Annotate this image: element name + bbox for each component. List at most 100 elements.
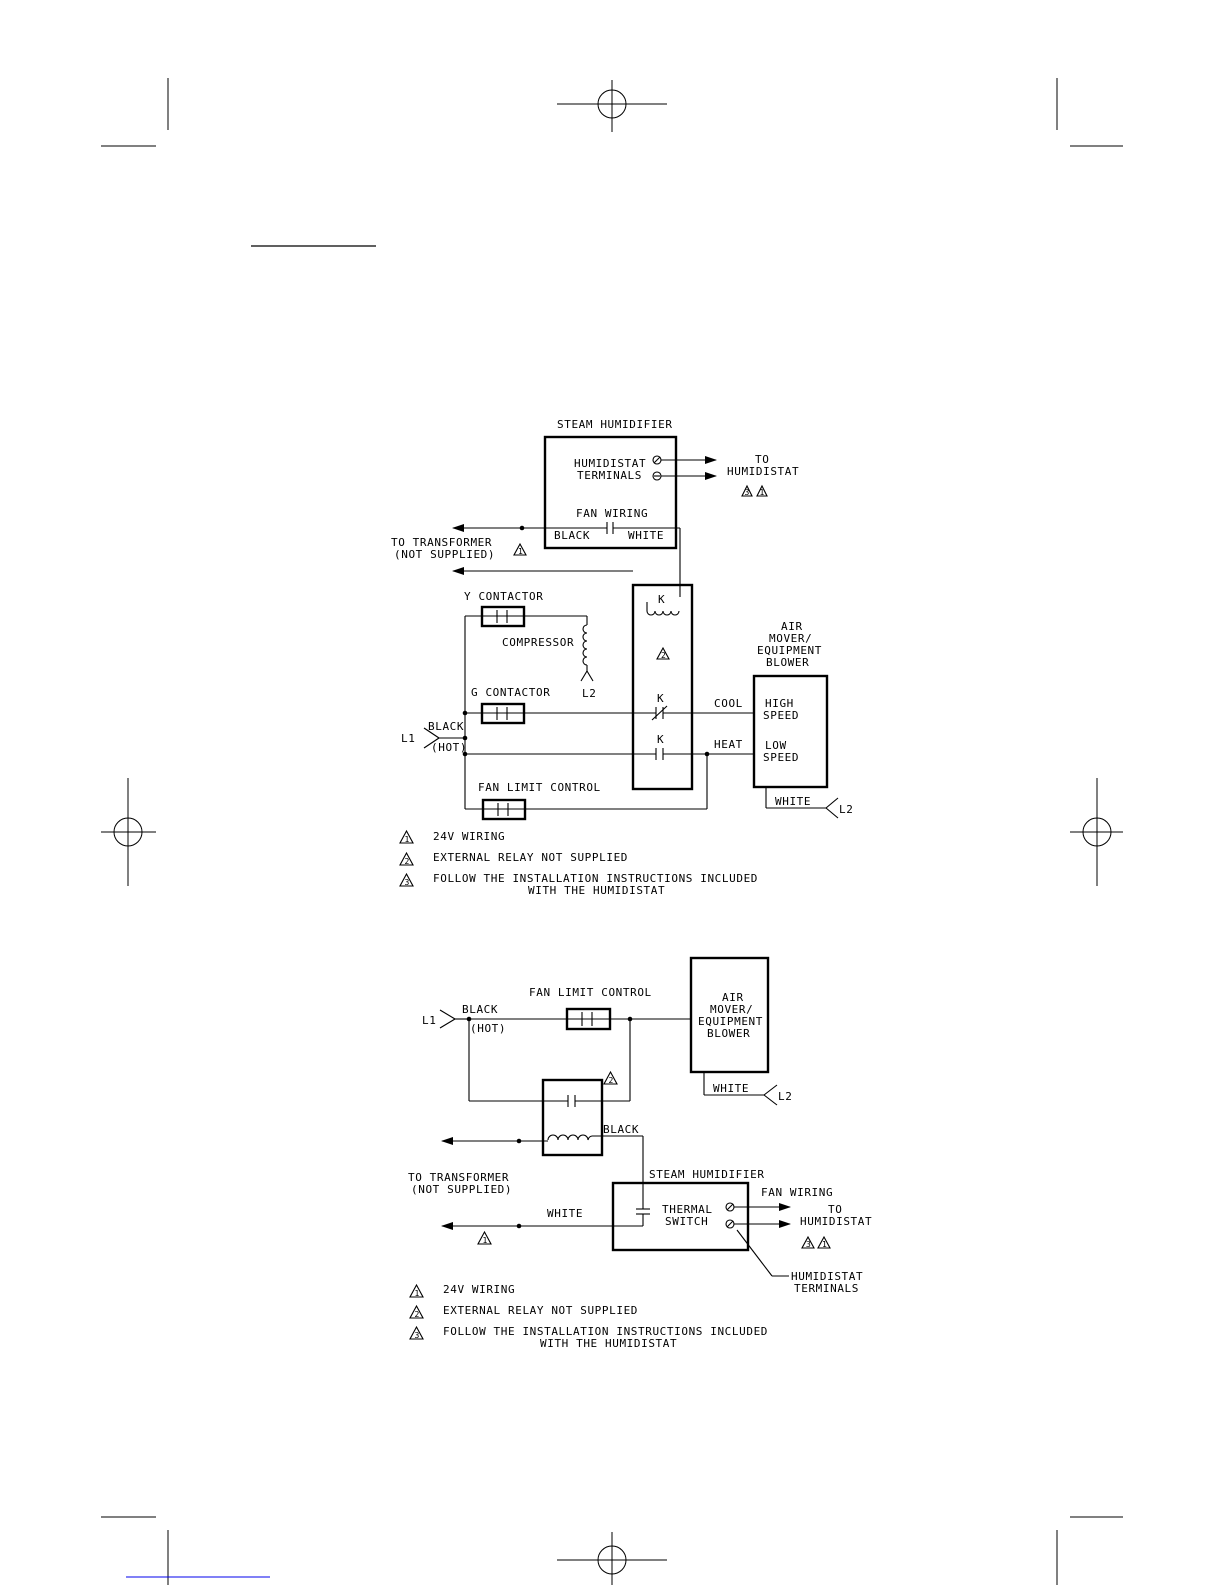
- humidistat-terminals-label: HUMIDISTAT: [574, 457, 646, 470]
- svg-text:EXTERNAL RELAY NOT SUPPLIED: EXTERNAL RELAY NOT SUPPLIED: [433, 851, 628, 864]
- note-1: 1 24V WIRING: [399, 829, 505, 844]
- svg-text:1: 1: [760, 488, 765, 497]
- humidistat-terminals-label: HUMIDISTAT: [791, 1270, 863, 1283]
- svg-text:EXTERNAL RELAY NOT SUPPLIED: EXTERNAL RELAY NOT SUPPLIED: [443, 1304, 638, 1317]
- svg-text:3: 3: [745, 488, 750, 497]
- note-marker-1: 1: [477, 1230, 492, 1245]
- external-relay-box: [541, 1078, 604, 1157]
- steam-humidifier-title: STEAM HUMIDIFIER: [649, 1168, 765, 1181]
- to-transformer-label: TO TRANSFORMER: [408, 1171, 509, 1184]
- registration-mark-top: [557, 80, 667, 132]
- svg-text:WITH THE HUMIDISTAT: WITH THE HUMIDISTAT: [528, 884, 665, 897]
- white-label: WHITE: [628, 529, 664, 542]
- humidistat-terminals-label: TERMINALS: [577, 469, 642, 482]
- note-3: 3 FOLLOW THE INSTALLATION INSTRUCTIONS I…: [399, 872, 758, 897]
- l2-label: L2: [778, 1090, 792, 1103]
- external-relay-box: [631, 583, 694, 791]
- white-l2-label: WHITE: [713, 1082, 749, 1095]
- registration-mark-right: [1070, 778, 1123, 886]
- white-l2-label: WHITE: [775, 795, 811, 808]
- svg-text:1: 1: [518, 547, 523, 556]
- to-transformer-label: TO TRANSFORMER: [391, 536, 492, 549]
- wiring-diagram-2: L1 BLACK (HOT) FAN LIMIT CONTROL AIR MOV…: [408, 956, 872, 1350]
- svg-text:2: 2: [661, 651, 666, 660]
- svg-text:FOLLOW THE INSTALLATION INSTRU: FOLLOW THE INSTALLATION INSTRUCTIONS INC…: [443, 1325, 768, 1338]
- l1-label: L1: [422, 1014, 436, 1027]
- compressor-coil: [582, 624, 588, 666]
- svg-text:FOLLOW THE INSTALLATION INSTRU: FOLLOW THE INSTALLATION INSTRUCTIONS INC…: [433, 872, 758, 885]
- svg-text:1: 1: [822, 1240, 827, 1249]
- to-transformer-label: (NOT SUPPLIED): [411, 1183, 512, 1196]
- relay-contact-k-no: K: [657, 733, 664, 746]
- humidistat-terminals-label: TERMINALS: [794, 1282, 859, 1295]
- black-label: BLACK: [554, 529, 590, 542]
- svg-text:3: 3: [405, 878, 410, 887]
- to-humidistat-label: TO: [828, 1203, 842, 1216]
- note-marker-1: 1: [817, 1235, 831, 1249]
- crop-marks: [101, 78, 1123, 1585]
- svg-text:3: 3: [415, 1331, 420, 1340]
- note-3: 3 FOLLOW THE INSTALLATION INSTRUCTIONS I…: [409, 1325, 768, 1350]
- g-contactor-label: G CONTACTOR: [471, 686, 550, 699]
- note-marker-2: 2: [603, 1070, 618, 1085]
- relay-contact-k-nc: K: [657, 692, 664, 705]
- registration-mark-left: [101, 778, 156, 886]
- blower-label: AIR: [722, 991, 744, 1004]
- fan-limit-control-label: FAN LIMIT CONTROL: [529, 986, 652, 999]
- note-1: 1 24V WIRING: [409, 1283, 515, 1298]
- svg-text:1: 1: [415, 1289, 420, 1298]
- to-humidistat-label: TO: [755, 453, 769, 466]
- note-marker-1: 1: [756, 484, 768, 497]
- steam-humidifier-title: STEAM HUMIDIFIER: [557, 418, 673, 431]
- compressor-l2-label: L2: [582, 687, 596, 700]
- note-2: 2 EXTERNAL RELAY NOT SUPPLIED: [409, 1304, 638, 1319]
- blower-label: EQUIPMENT: [757, 644, 822, 657]
- fan-wiring-label: FAN WIRING: [576, 507, 648, 520]
- thermal-switch-label: THERMAL: [662, 1203, 713, 1216]
- note-marker-2: 2: [656, 646, 670, 660]
- cool-label: COOL: [714, 697, 743, 710]
- thermal-switch-label: SWITCH: [665, 1215, 708, 1228]
- white-label: WHITE: [547, 1207, 583, 1220]
- svg-text:2: 2: [609, 1076, 614, 1085]
- high-speed-label: SPEED: [763, 709, 799, 722]
- registration-mark-bottom: [557, 1532, 667, 1585]
- relay-coil: [547, 1134, 593, 1141]
- to-humidistat-label: HUMIDISTAT: [727, 465, 799, 478]
- compressor-label: COMPRESSOR: [502, 636, 574, 649]
- line-hot-label: (HOT): [431, 741, 467, 754]
- fan-limit-control-label: FAN LIMIT CONTROL: [478, 781, 601, 794]
- blower-label: BLOWER: [766, 656, 809, 669]
- to-humidistat-label: HUMIDISTAT: [800, 1215, 872, 1228]
- note-marker-3: 3: [801, 1235, 815, 1249]
- blower-label: BLOWER: [707, 1027, 750, 1040]
- blower-label: AIR: [781, 620, 803, 633]
- heat-label: HEAT: [714, 738, 743, 751]
- relay-black-label: BLACK: [603, 1123, 639, 1136]
- blower-label: MOVER/: [710, 1003, 753, 1016]
- svg-text:2: 2: [405, 857, 410, 866]
- y-contactor-label: Y CONTACTOR: [464, 590, 543, 603]
- wiring-diagram-1: STEAM HUMIDIFIER HUMIDISTAT TERMINALS TO…: [391, 418, 853, 897]
- svg-text:1: 1: [405, 835, 410, 844]
- blower-box: [752, 674, 829, 789]
- relay-coil: [646, 610, 680, 616]
- steam-humidifier-box: [543, 435, 678, 550]
- to-transformer-label: (NOT SUPPLIED): [394, 548, 495, 561]
- svg-text:2: 2: [415, 1310, 420, 1319]
- line-black-label: BLACK: [462, 1003, 498, 1016]
- low-speed-label: LOW: [765, 739, 787, 752]
- svg-text:WITH THE HUMIDISTAT: WITH THE HUMIDISTAT: [540, 1337, 677, 1350]
- svg-text:3: 3: [806, 1240, 811, 1249]
- blower-label: MOVER/: [769, 632, 812, 645]
- steam-humidifier-box: [611, 1181, 750, 1252]
- note-marker-1: 1: [513, 542, 527, 556]
- svg-text:1: 1: [483, 1236, 488, 1245]
- note-marker-3: 3: [741, 484, 753, 497]
- line-black-label: BLACK: [428, 720, 464, 733]
- blower-label: EQUIPMENT: [698, 1015, 763, 1028]
- svg-text:24V WIRING: 24V WIRING: [433, 830, 505, 843]
- line-hot-label: (HOT): [470, 1022, 506, 1035]
